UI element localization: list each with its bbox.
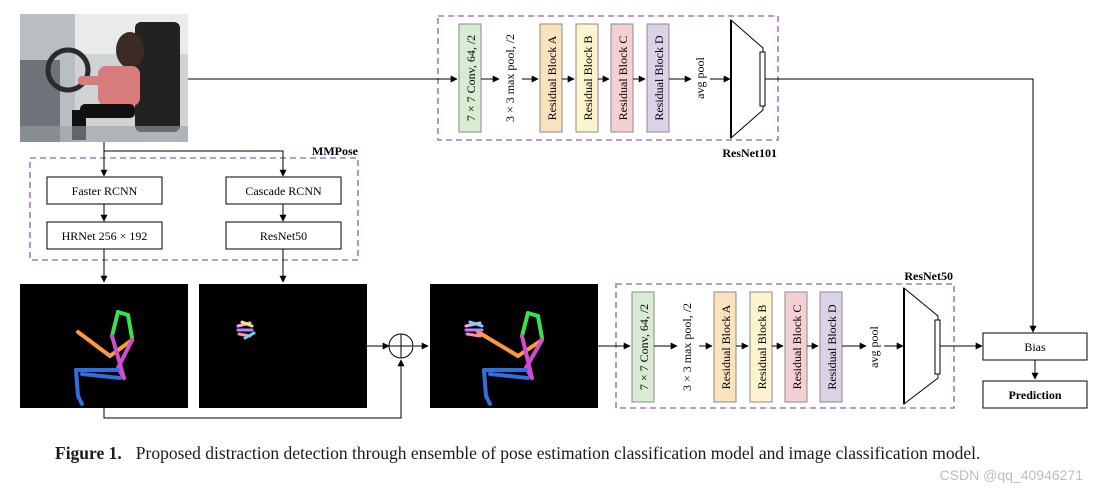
resnet101-group xyxy=(437,15,779,141)
r50-conv-box xyxy=(631,291,655,403)
hrnet-label: HRNet 256 × 192 xyxy=(62,229,148,243)
r50-block-c xyxy=(784,291,808,403)
sum-operator-icon xyxy=(388,333,414,359)
mmpose-label: MMPose xyxy=(312,144,359,158)
r50-block-b-label: Residual Block B xyxy=(755,305,769,390)
r50-block-b xyxy=(749,291,773,403)
r101-block-c-label: Residual Block C xyxy=(616,36,630,121)
r101-block-b xyxy=(575,23,599,133)
r50-block-a-label: Residual Block A xyxy=(719,304,733,389)
r101-block-b-label: Residual Block B xyxy=(581,36,595,121)
resnet50-pose-label: ResNet50 xyxy=(260,229,307,243)
pose-combined-image xyxy=(430,284,598,408)
caption-text: Proposed distraction detection through e… xyxy=(135,443,981,463)
r101-block-d-label: Residual Block D xyxy=(652,35,666,121)
cascade-rcnn-label: Cascade RCNN xyxy=(245,184,322,198)
figure-caption: Figure 1. Proposed distraction detection … xyxy=(55,440,1055,466)
r50-block-a xyxy=(713,291,737,403)
prediction-label: Prediction xyxy=(1008,388,1061,402)
cascade-rcnn-box xyxy=(225,176,342,205)
r50-block-d-label: Residual Block D xyxy=(825,304,839,390)
resnet50-pose-box xyxy=(225,221,342,250)
r101-block-a-label: Residual Block A xyxy=(545,35,559,120)
pose-hands-image xyxy=(199,284,367,408)
r50-conv-label: 7 × 7 Conv, 64, /2 xyxy=(637,304,651,390)
mmpose-group xyxy=(29,157,359,261)
r101-pool-label: 3 × 3 max pool, /2 xyxy=(503,34,517,122)
r101-block-d xyxy=(646,23,670,133)
r101-conv-label: 7 × 7 Conv, 64, /2 xyxy=(464,35,478,121)
architecture-diagram: ResNet101 7 × 7 Conv, 64, /2 3 × 3 max p… xyxy=(20,14,1088,419)
resnet50-label: ResNet50 xyxy=(904,269,953,283)
r101-avgpool-label: avg pool xyxy=(693,57,707,99)
r101-fc-shape xyxy=(730,18,764,140)
r101-conv-box xyxy=(458,23,482,133)
driver-photo xyxy=(20,14,188,142)
watermark: CSDN @qq_40946271 xyxy=(939,467,1083,483)
pose-skeleton-image-1 xyxy=(20,284,188,408)
resnet101-label: ResNet101 xyxy=(722,146,777,160)
bias-label: Bias xyxy=(1024,340,1046,354)
faster-rcnn-label: Faster RCNN xyxy=(72,184,138,198)
hrnet-box xyxy=(46,221,163,250)
r50-fc-shape xyxy=(903,286,939,406)
r50-block-c-label: Residual Block C xyxy=(790,305,804,390)
r50-block-d xyxy=(819,291,843,403)
r101-block-c xyxy=(610,23,634,133)
r50-avgpool-label: avg pool xyxy=(867,326,881,368)
r50-pool-label: 3 × 3 max pool, /2 xyxy=(680,303,694,391)
faster-rcnn-box xyxy=(46,176,163,205)
caption-label: Figure 1. xyxy=(55,443,122,463)
r101-block-a xyxy=(539,23,563,133)
prediction-box xyxy=(982,380,1088,409)
